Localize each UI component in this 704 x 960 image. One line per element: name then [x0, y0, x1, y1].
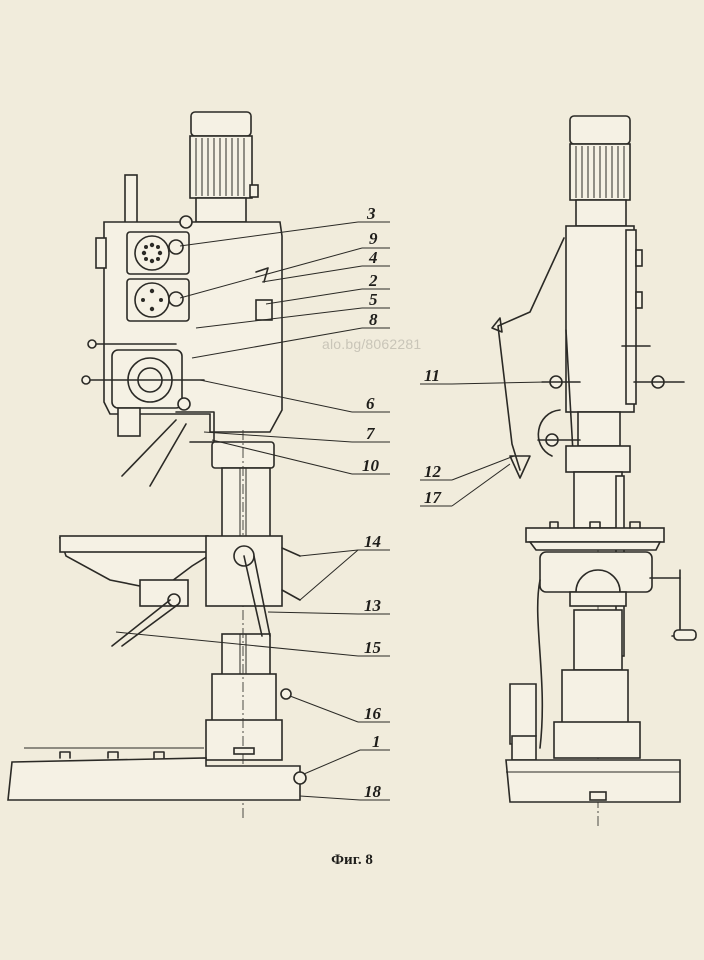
callout-9: 9 [369, 229, 378, 248]
callout-16: 16 [364, 704, 382, 723]
side-view [491, 115, 697, 826]
callout-11: 11 [424, 366, 440, 385]
callout-10: 10 [362, 456, 380, 475]
table-front [58, 535, 301, 700]
column-side [553, 445, 641, 759]
callout-3: 3 [366, 204, 376, 223]
drill-head-front [81, 174, 283, 487]
column-front [205, 430, 283, 820]
callout-15: 15 [364, 638, 382, 657]
callout-14: 14 [364, 532, 381, 551]
callout-12: 12 [424, 462, 442, 481]
callout-13: 13 [364, 596, 382, 615]
callout-leaders [115, 221, 547, 801]
base-side [505, 683, 681, 803]
table-side [525, 521, 697, 749]
callout-6: 6 [366, 394, 375, 413]
motor-side [569, 115, 631, 227]
base-front [7, 747, 307, 801]
callout-1: 1 [372, 732, 381, 751]
callout-7: 7 [366, 424, 376, 443]
callout-17: 17 [424, 488, 443, 507]
motor-front [189, 111, 259, 223]
callout-8: 8 [369, 310, 378, 329]
drill-head-side [491, 225, 685, 479]
front-view [7, 111, 307, 820]
callout-18: 18 [364, 782, 382, 801]
callout-4: 4 [368, 248, 378, 267]
watermark-text: alo.bg/8062281 [322, 336, 422, 352]
callout-2: 2 [368, 271, 378, 290]
figure-caption: Фиг. 8 [331, 852, 373, 868]
callout-numbers: 3 9 4 2 5 8 6 7 10 14 13 15 16 1 18 11 1… [362, 204, 443, 801]
callout-5: 5 [369, 290, 378, 309]
